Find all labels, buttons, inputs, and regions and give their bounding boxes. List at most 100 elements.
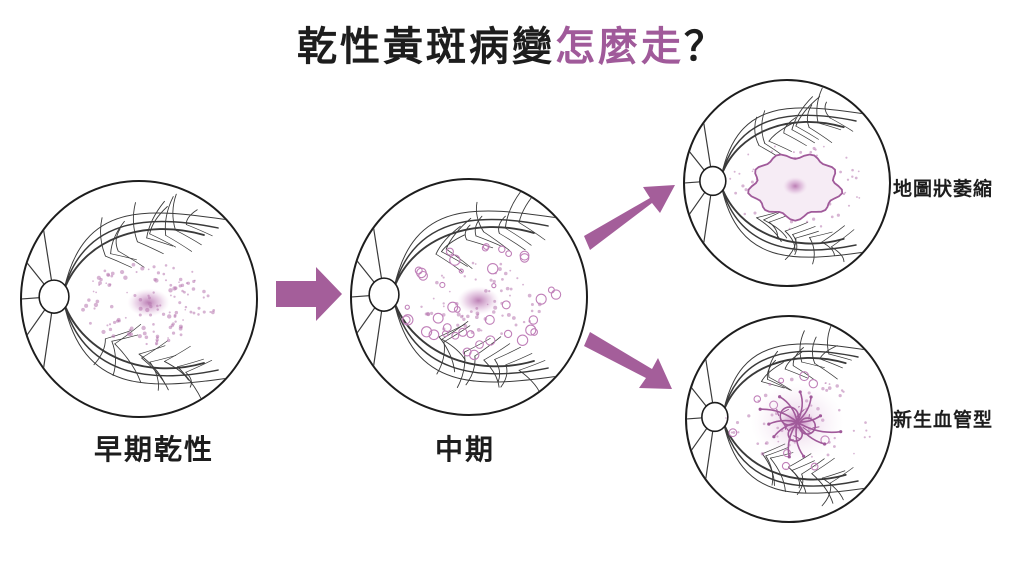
druse [738, 172, 741, 175]
druse [179, 333, 183, 337]
druse [839, 170, 842, 174]
drusen-ring [501, 300, 511, 310]
druse [126, 291, 128, 294]
vessel-branch [768, 122, 795, 142]
vessel-branch [819, 345, 838, 360]
druse [788, 227, 791, 230]
vessel-twig [149, 355, 177, 363]
vessel-branch [821, 477, 844, 501]
drusen-ring [449, 254, 461, 266]
vessel-branch [824, 101, 831, 119]
vessel-twig [105, 255, 132, 268]
vessel-twig [801, 458, 825, 475]
druse [173, 313, 177, 317]
vessel-twig [784, 221, 809, 232]
druse [734, 191, 738, 195]
vessel-twig [463, 338, 491, 353]
druse [101, 329, 106, 335]
drusen [81, 262, 216, 346]
vessel-twig [821, 225, 845, 243]
vessel-twig [137, 241, 164, 255]
vessel-branch [474, 215, 483, 237]
druse [430, 311, 434, 315]
druse [167, 337, 169, 339]
drusen-ring [728, 428, 738, 438]
druse [109, 283, 112, 286]
druse [167, 314, 172, 319]
druse [499, 262, 503, 266]
optic-disc [699, 165, 727, 197]
druse [87, 298, 91, 302]
vessel-twig [830, 467, 854, 484]
vessel-branch [132, 202, 138, 243]
druse [868, 435, 871, 438]
druse [505, 286, 510, 291]
vessel-tip [787, 455, 791, 459]
vessel-branch [812, 336, 817, 364]
druse [108, 323, 112, 326]
druse [145, 307, 150, 313]
druse [202, 289, 206, 294]
vessel-branch [765, 455, 774, 486]
vessel-arc [720, 185, 845, 245]
druse [865, 429, 868, 432]
druse [109, 304, 114, 309]
drusen-ring [458, 327, 468, 337]
druse [857, 170, 860, 173]
druse [164, 264, 168, 267]
druse [206, 294, 210, 298]
vessel-tip [839, 430, 843, 434]
vessel-twig [791, 460, 815, 471]
druse [156, 336, 159, 339]
drusen-ring [466, 330, 475, 339]
druse [95, 291, 98, 294]
druse [145, 342, 148, 346]
vessel-branch [795, 96, 821, 127]
druse [725, 417, 727, 419]
drusen-ring [442, 323, 452, 333]
vessel-branch [787, 466, 807, 494]
druse [838, 394, 842, 398]
druse [92, 290, 95, 293]
vessel-arc [722, 350, 859, 412]
druse [197, 313, 200, 316]
druse [475, 307, 479, 310]
druse [476, 328, 481, 332]
druse [202, 296, 205, 299]
druse [747, 414, 751, 418]
druse [164, 279, 168, 282]
drusen-ring [778, 377, 785, 384]
druse [752, 168, 755, 171]
vessel-twig [185, 359, 213, 373]
vessel-loop [787, 426, 804, 442]
druse [172, 286, 177, 291]
druse [792, 151, 795, 154]
vessel-twig [819, 358, 843, 369]
title-highlight: 怎麼走 [555, 24, 684, 70]
vessel-branch [816, 87, 823, 124]
drusen-ring [550, 289, 562, 300]
eye-geographic-atrophy [683, 79, 891, 287]
druse [530, 303, 534, 307]
druse [854, 176, 858, 180]
druse [169, 294, 172, 297]
druse [773, 145, 776, 148]
vessel-branch [441, 234, 465, 253]
druse [442, 276, 445, 279]
vessel-branch [761, 110, 766, 144]
druse [156, 271, 161, 275]
vessel-branch [110, 220, 125, 255]
druse [172, 266, 175, 270]
druse [845, 156, 848, 159]
druse [142, 331, 147, 336]
vessel-arc [722, 343, 871, 412]
vessel-branch [149, 361, 159, 391]
vessel-branch [821, 482, 832, 507]
drusen-ring [519, 250, 530, 261]
drusen-ring [525, 324, 537, 336]
new-vessel-twig [802, 426, 812, 434]
druse [95, 299, 100, 304]
druse [492, 279, 496, 284]
retina-interior [685, 87, 869, 265]
